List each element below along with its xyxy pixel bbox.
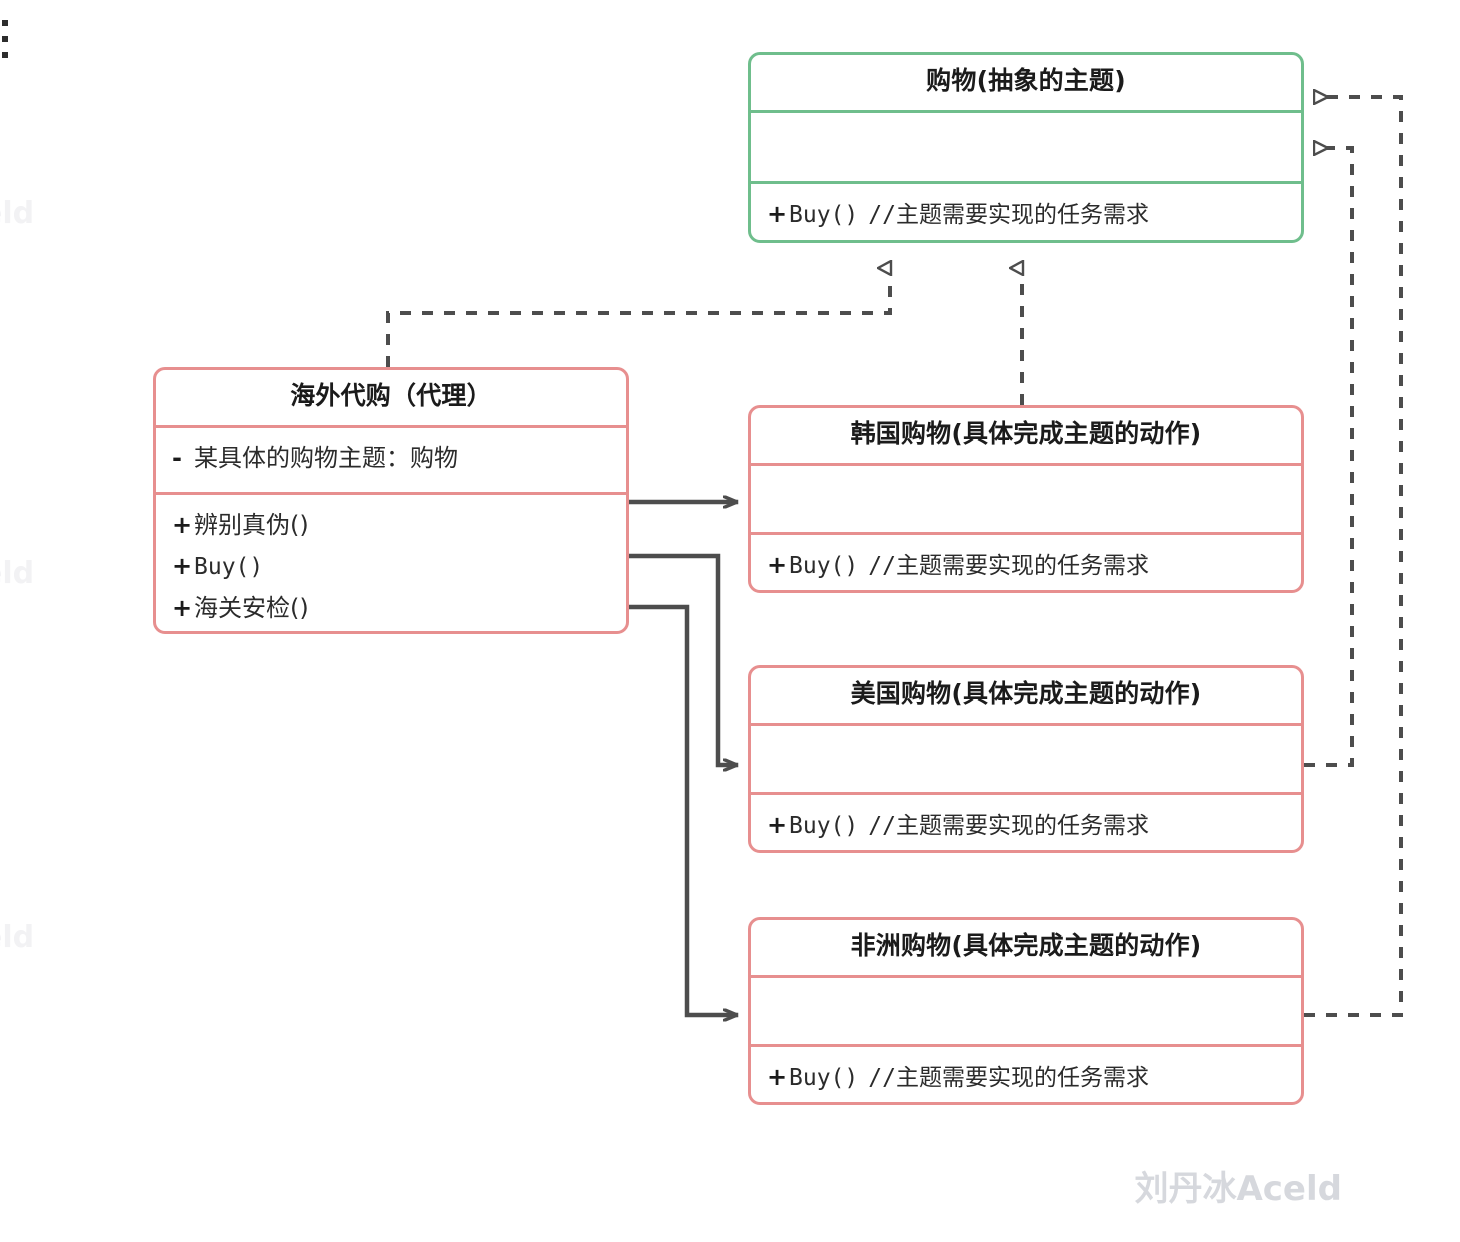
class-title-africa: 非洲购物(具体完成主题的动作) [850,931,1202,960]
class-box-usa[interactable]: 美国购物(具体完成主题的动作) +Buy() //主题需要实现的任务需求 [748,665,1304,853]
watermark-edge: eld [0,920,35,955]
member-comment: //主题需要实现的任务需求 [868,552,1149,579]
attributes-compartment-proxy: -某具体的购物主题：购物 [156,428,626,492]
visibility-marker: + [767,550,788,579]
class-box-korea[interactable]: 韩国购物(具体完成主题的动作) +Buy() //主题需要实现的任务需求 [748,405,1304,593]
corner-dot [2,36,8,42]
class-separator [156,491,626,495]
edge-proxy-to-africa [626,604,739,1015]
member-signature: Buy() [194,554,264,581]
class-title-korea: 韩国购物(具体完成主题的动作) [850,419,1202,448]
attributes-compartment-usa [751,726,1301,792]
class-separator [751,722,1301,726]
class-box-africa[interactable]: 非洲购物(具体完成主题的动作) +Buy() //主题需要实现的任务需求 [748,917,1304,1105]
watermark-edge: eld [0,196,35,231]
visibility-marker: + [172,510,193,539]
member-signature: Buy() [789,812,859,839]
class-member-row: +Buy() //主题需要实现的任务需求 [767,1057,1285,1099]
class-separator [751,1043,1301,1047]
watermark-author: 刘丹冰Aceld [1134,1169,1342,1209]
class-separator [156,424,626,428]
class-separator [751,109,1301,113]
class-separator [751,180,1301,184]
member-signature: Buy() [789,552,859,579]
corner-dot [2,20,8,26]
class-member-row: +Buy() //主题需要实现的任务需求 [767,194,1285,236]
attributes-compartment-subject [751,113,1301,181]
methods-compartment-proxy: +辨别真伪() +Buy() +海关安检() [156,495,626,631]
methods-compartment-usa: +Buy() //主题需要实现的任务需求 [751,795,1301,850]
attributes-compartment-korea [751,466,1301,532]
visibility-marker: + [172,593,193,622]
class-member-row: -某具体的购物主题：购物 [172,438,610,479]
visibility-marker: + [767,1062,788,1091]
edge-usa-to-subject [1304,148,1354,767]
class-member-row: +Buy() [172,546,610,588]
visibility-marker: + [767,199,788,228]
visibility-marker: + [767,810,788,839]
member-signature: Buy() [789,201,859,228]
corner-dots-marker [2,20,8,68]
member-signature: 海关安检() [194,593,309,622]
member-signature: Buy() [789,1064,859,1091]
class-box-subject[interactable]: 购物(抽象的主题) +Buy() //主题需要实现的任务需求 [748,52,1304,243]
attributes-compartment-africa [751,978,1301,1044]
methods-compartment-subject: +Buy() //主题需要实现的任务需求 [751,184,1301,240]
class-separator [751,791,1301,795]
member-signature: 某具体的购物主题：购物 [194,443,458,472]
class-separator [751,462,1301,466]
member-comment: //主题需要实现的任务需求 [868,812,1149,839]
class-separator [751,974,1301,978]
member-comment: //主题需要实现的任务需求 [868,201,1149,228]
watermark-edge: eld [0,556,35,591]
class-member-row: +Buy() //主题需要实现的任务需求 [767,545,1285,587]
member-comment: //主题需要实现的任务需求 [868,1064,1149,1091]
member-signature: 辨别真伪() [194,510,309,539]
class-title-proxy: 海外代购（代理） [290,381,492,410]
edge-proxy-to-usa [626,553,739,765]
edge-proxy-to-subject [386,268,890,367]
methods-compartment-africa: +Buy() //主题需要实现的任务需求 [751,1047,1301,1102]
visibility-marker: - [172,443,182,472]
methods-compartment-korea: +Buy() //主题需要实现的任务需求 [751,535,1301,590]
class-member-row: +辨别真伪() [172,505,610,546]
class-member-row: +Buy() //主题需要实现的任务需求 [767,805,1285,847]
class-title-usa: 美国购物(具体完成主题的动作) [850,679,1202,708]
class-title-subject: 购物(抽象的主题) [926,66,1126,95]
class-member-row: +海关安检() [172,588,610,629]
class-separator [751,531,1301,535]
corner-dot [2,52,8,58]
edge-africa-to-subject [1304,97,1403,1017]
visibility-marker: + [172,552,193,581]
class-box-proxy[interactable]: 海外代购（代理） -某具体的购物主题：购物 +辨别真伪() +Buy() +海关… [153,367,629,634]
